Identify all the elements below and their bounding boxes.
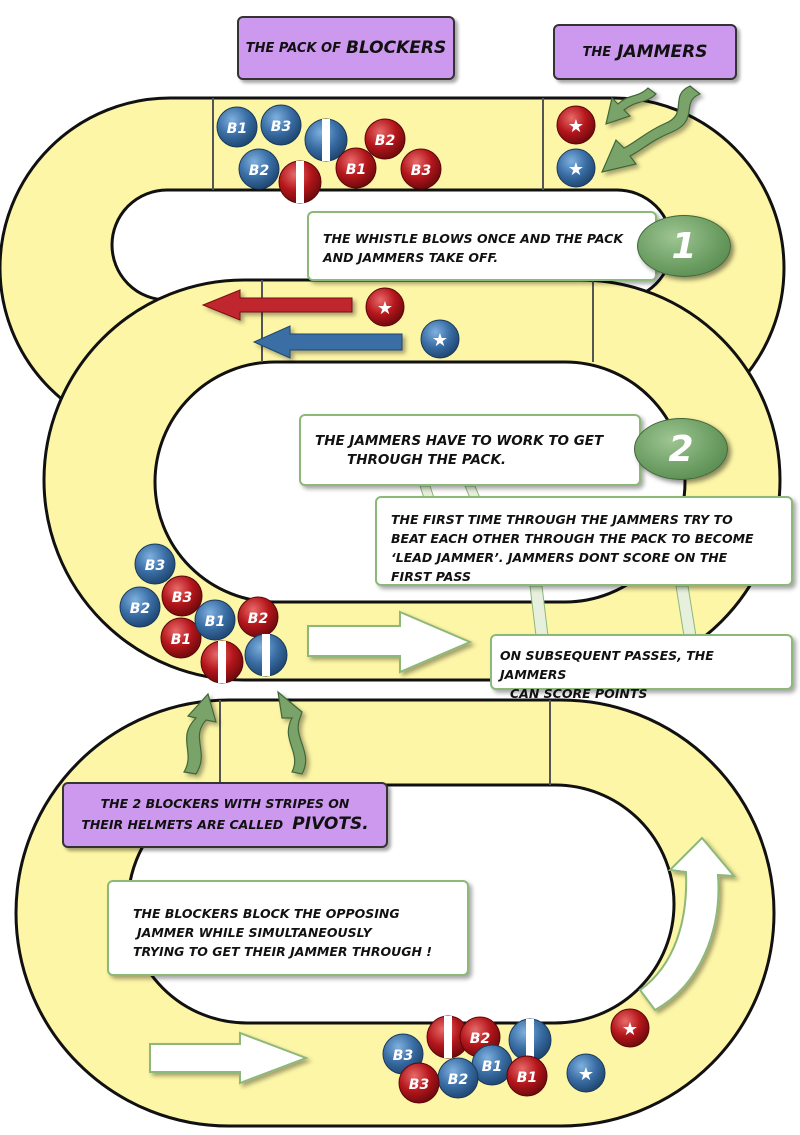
- svg-text:B3: B3: [271, 119, 291, 135]
- star-icon: ★: [568, 116, 584, 137]
- star-icon: ★: [622, 1019, 638, 1040]
- svg-text:B3: B3: [411, 163, 431, 179]
- green-arrow-pivot-2: [277, 690, 307, 775]
- svg-text:B1: B1: [227, 121, 247, 137]
- jammer-red-path-arrow: [201, 289, 353, 321]
- blocker-red-b3: B3: [161, 575, 203, 617]
- step-2-number: 2: [668, 428, 694, 470]
- step-2-badge: 2: [634, 418, 728, 480]
- green-arrow-jammers-2: [600, 85, 702, 173]
- blocker-red-b1: B1: [160, 617, 202, 659]
- svg-text:B2: B2: [249, 163, 269, 179]
- jammer-blue: ★: [566, 1053, 606, 1093]
- green-arrow-pivot-1: [183, 692, 217, 775]
- blocker-red-b2: B2: [364, 118, 406, 160]
- green-arrow-jammers-1: [605, 87, 657, 125]
- pack-label: THE PACK OF BLOCKERS: [237, 16, 455, 80]
- blocker-red-b2: B2: [237, 596, 279, 638]
- direction-arrow-middle: [307, 610, 473, 674]
- blocker-blue-b1: B1: [216, 106, 258, 148]
- svg-text:B1: B1: [482, 1059, 502, 1075]
- svg-text:B3: B3: [409, 1077, 429, 1093]
- pivots-line-1: THE 2 BLOCKERS WITH STRIPES ON: [100, 796, 350, 811]
- blocker-blue-b3: B3: [134, 543, 176, 585]
- pivot-blue: [304, 118, 348, 162]
- pivots-line-2-prefix: THEIR HELMETS ARE CALLED: [81, 817, 284, 832]
- pivots-label: THE 2 BLOCKERS WITH STRIPES ON THEIR HEL…: [62, 782, 388, 848]
- blockers-note: THE BLOCKERS BLOCK THE OPPOSING JAMMER W…: [107, 880, 469, 976]
- jammers-label-word: JAMMERS: [617, 42, 708, 62]
- pack-track-3: B2 B3 B1 B2 B3 B1: [382, 1015, 552, 1104]
- blocker-blue-b2: B2: [437, 1057, 479, 1099]
- step-2-text-line-1: THE JAMMERS HAVE TO WORK TO GET: [315, 433, 604, 449]
- jammer-red: ★: [365, 287, 405, 327]
- jammer-blue-path-arrow: [252, 325, 403, 359]
- pack-label-word: BLOCKERS: [346, 38, 447, 58]
- jammers-track-1: ★ ★: [556, 105, 596, 188]
- first-pass-line-2: BEAT EACH OTHER THROUGH THE PACK TO BECO…: [391, 531, 754, 546]
- pivot-red: [278, 160, 322, 204]
- svg-text:B1: B1: [171, 632, 191, 648]
- turn-arrow-bottom: [638, 836, 737, 1012]
- pack-track-1: B1 B3 B2 B2 B1 B3: [216, 104, 442, 204]
- svg-text:B2: B2: [375, 133, 395, 149]
- svg-text:B2: B2: [470, 1031, 490, 1047]
- star-icon: ★: [568, 159, 584, 180]
- blocker-blue-b2: B2: [238, 148, 280, 190]
- star-icon: ★: [578, 1064, 594, 1085]
- step-1-badge: 1: [637, 215, 731, 277]
- svg-text:B3: B3: [393, 1048, 413, 1064]
- svg-text:B1: B1: [346, 162, 366, 178]
- blockers-line-2: JAMMER WHILE SIMULTANEOUSLY: [137, 925, 372, 940]
- jammers-track-2: ★ ★: [365, 287, 460, 359]
- step-1-note: THE WHISTLE BLOWS ONCE AND THE PACK AND …: [307, 211, 657, 281]
- blocker-red-b1: B1: [335, 147, 377, 189]
- jammers-label-prefix: THE: [582, 44, 612, 60]
- pack-label-prefix: THE PACK OF: [245, 40, 341, 56]
- blocker-red-b3: B3: [400, 148, 442, 190]
- jammers-track-3: ★ ★: [566, 1008, 650, 1093]
- subsequent-line-2: CAN SCORE POINTS: [510, 686, 648, 701]
- svg-text:B2: B2: [248, 611, 268, 627]
- first-pass-line-1: THE FIRST TIME THROUGH THE JAMMERS TRY T…: [391, 512, 733, 527]
- svg-text:B3: B3: [172, 590, 192, 606]
- jammers-label: THE JAMMERS: [553, 24, 737, 80]
- blocker-blue-b2: B2: [119, 586, 161, 628]
- subsequent-passes-note: ON SUBSEQUENT PASSES, THE JAMMERS CAN SC…: [490, 634, 793, 701]
- svg-text:B2: B2: [448, 1072, 468, 1088]
- step-1-number: 1: [671, 225, 697, 267]
- direction-arrow-bottom: [149, 1031, 309, 1085]
- first-pass-line-4: FIRST PASS: [391, 569, 471, 584]
- star-icon: ★: [432, 330, 448, 351]
- jammer-red: ★: [556, 105, 596, 145]
- blockers-line-3: TRYING TO GET THEIR JAMMER THROUGH !: [133, 944, 432, 959]
- svg-text:B1: B1: [205, 614, 225, 630]
- blocker-red-b3: B3: [398, 1062, 440, 1104]
- subsequent-line-1: ON SUBSEQUENT PASSES, THE JAMMERS: [500, 648, 714, 682]
- jammer-blue: ★: [420, 319, 460, 359]
- svg-text:B2: B2: [130, 601, 150, 617]
- pivots-line-2: THEIR HELMETS ARE CALLED PIVOTS.: [81, 814, 368, 834]
- pack-track-2: B3 B2 B3 B1 B1 B2: [119, 543, 288, 684]
- step-1-text-line-2: AND JAMMERS TAKE OFF.: [323, 250, 499, 265]
- blocker-blue-b1: B1: [471, 1044, 513, 1086]
- blockers-line-1: THE BLOCKERS BLOCK THE OPPOSING: [133, 906, 400, 921]
- step-2-note: THE JAMMERS HAVE TO WORK TO GET THROUGH …: [299, 414, 641, 486]
- first-pass-line-3: ‘LEAD JAMMER’. JAMMERS DONT SCORE ON THE: [391, 550, 728, 565]
- first-pass-note: THE FIRST TIME THROUGH THE JAMMERS TRY T…: [375, 496, 793, 586]
- blocker-blue-b1: B1: [194, 599, 236, 641]
- star-icon: ★: [377, 298, 393, 319]
- jammer-red: ★: [610, 1008, 650, 1048]
- pivots-word: PIVOTS.: [292, 814, 369, 834]
- pivot-blue: [244, 633, 288, 677]
- pivot-red: [200, 640, 244, 684]
- blocker-blue-b3: B3: [260, 104, 302, 146]
- svg-text:B1: B1: [517, 1070, 537, 1086]
- step-1-text-line-1: THE WHISTLE BLOWS ONCE AND THE PACK: [323, 231, 624, 246]
- svg-text:B3: B3: [145, 558, 165, 574]
- pivot-blue: [508, 1018, 552, 1062]
- step-2-text-line-2: THROUGH THE PACK.: [347, 452, 507, 468]
- blocker-red-b1: B1: [506, 1055, 548, 1097]
- jammer-blue: ★: [556, 148, 596, 188]
